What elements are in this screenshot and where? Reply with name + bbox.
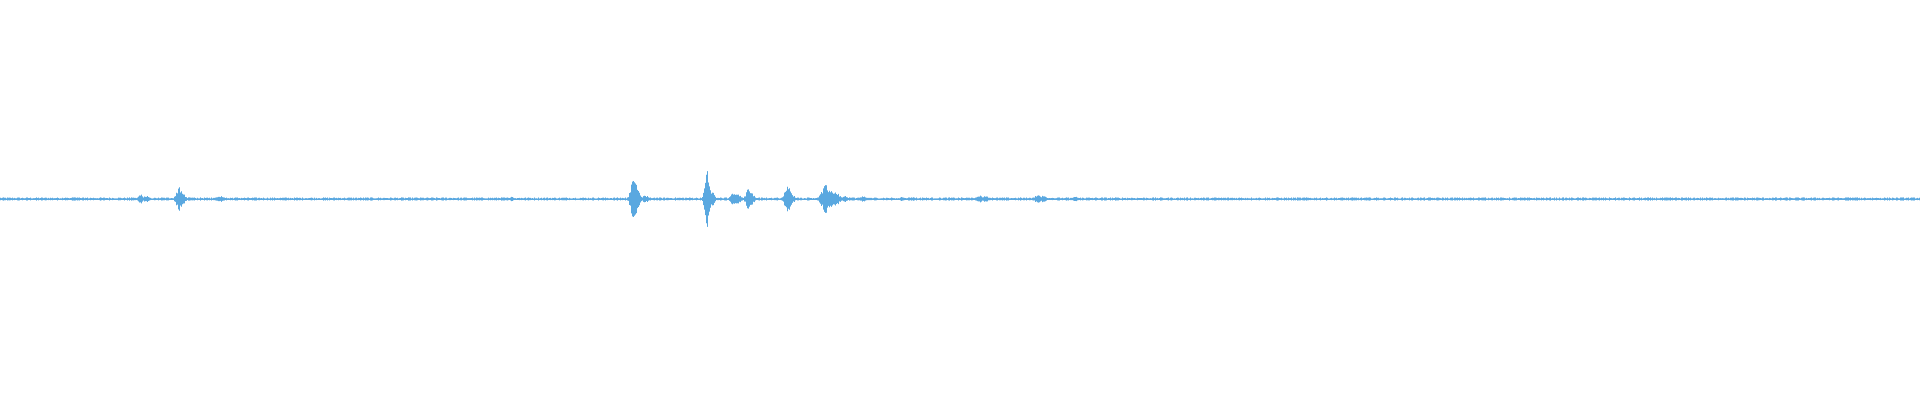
waveform-trace <box>0 171 1920 227</box>
